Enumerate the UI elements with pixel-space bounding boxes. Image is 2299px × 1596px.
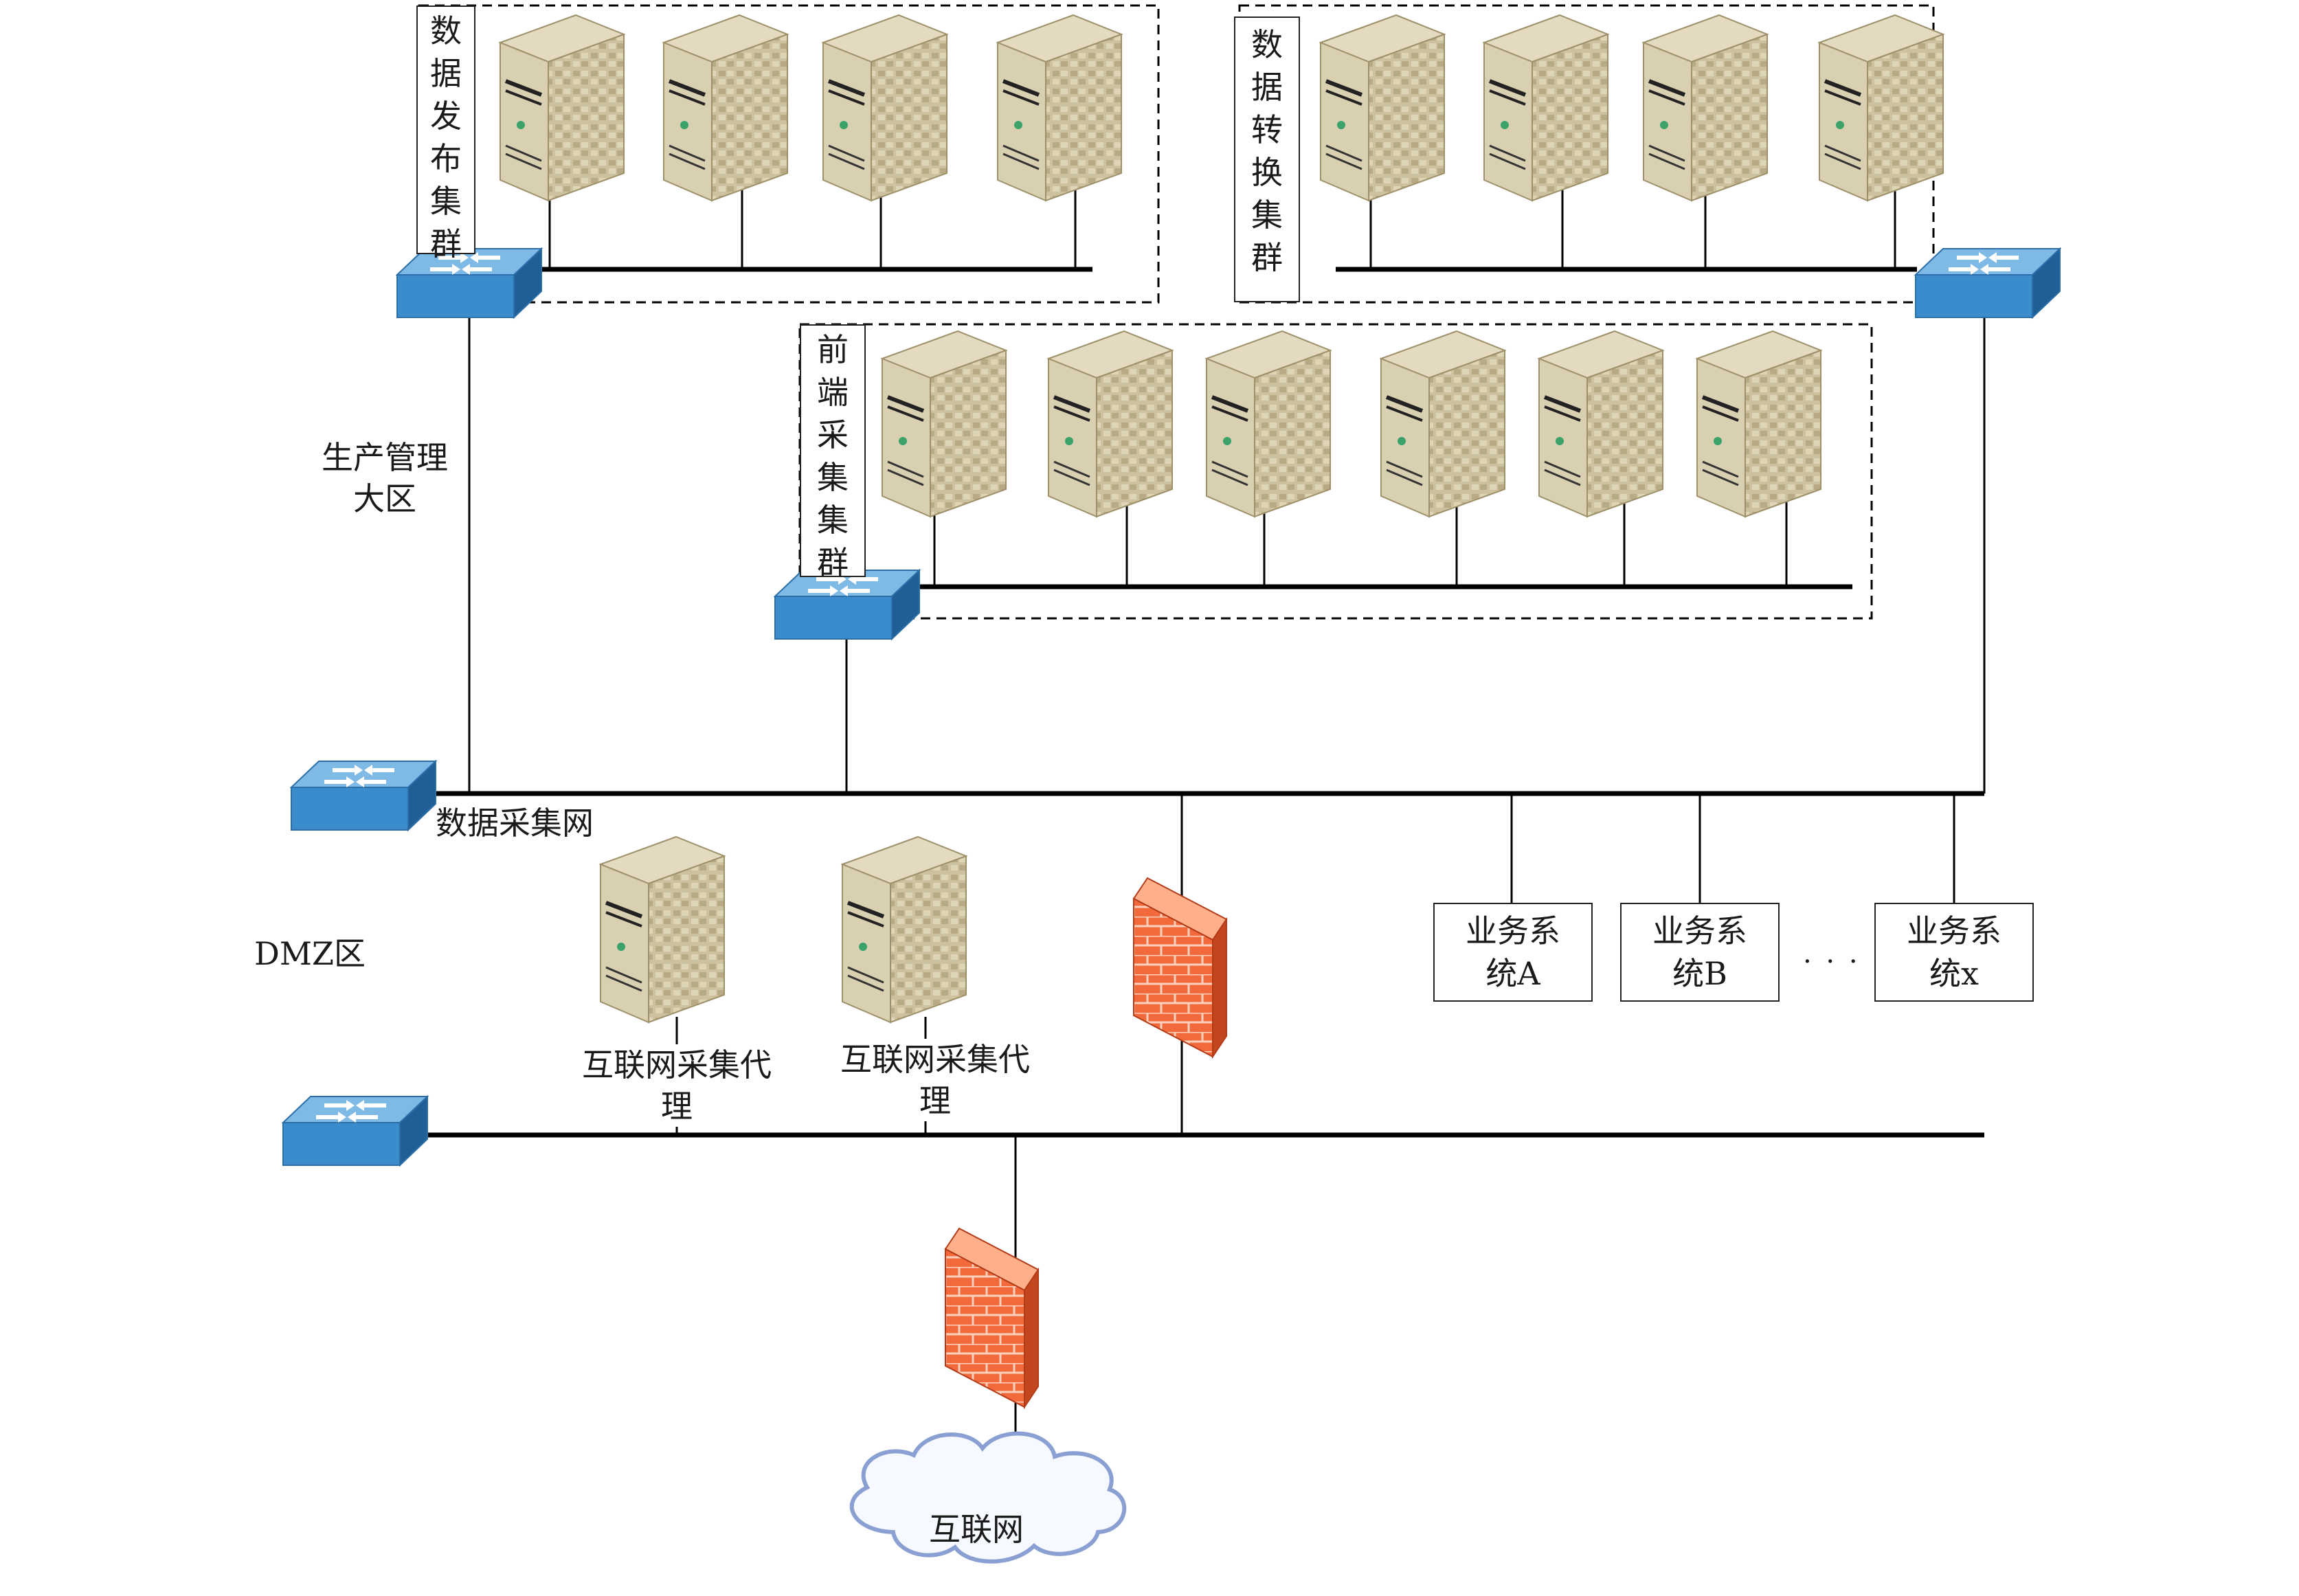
production-zone-label-text: 生产管理大区 [322,439,448,517]
dmz-switch [282,1096,428,1166]
data-collection-net-label: 数据采集网 [436,805,594,842]
business-system-x: 业务系统x [1874,903,2034,1002]
front-server-3 [1207,331,1330,517]
dmz-zone-label: DMZ区 [254,935,366,972]
business-system-x-text: 业务系统x [1907,912,2001,992]
inner-firewall [1133,877,1227,1057]
business-system-a: 业务系统A [1433,903,1593,1002]
outer-firewall [945,1228,1039,1408]
internet-label: 互联网 [929,1511,1024,1548]
business-system-b-text: 业务系统B [1652,912,1747,992]
convert-server-2 [1484,15,1608,201]
front-cluster-label: 前端采集集群 [800,324,866,581]
publish-cluster-box [418,4,1160,304]
internet-cloud [849,1431,1127,1564]
front-server-4 [1381,331,1505,517]
front-server-6 [1697,331,1821,517]
publish-cluster-label: 数据发布集群 [416,5,475,262]
internet-proxy-server-2 [842,837,966,1022]
front-server-1 [882,331,1006,517]
internet-proxy-label-1-text: 互联网采集代理 [582,1046,772,1125]
publish-server-3 [823,15,947,201]
internet-proxy-server-1 [601,837,724,1022]
internet-proxy-label-2-text: 互联网采集代理 [840,1041,1030,1119]
cluster-buses [522,267,1917,589]
convert-server-1 [1321,15,1444,201]
publish-cluster-label-text: 数据发布集群 [430,12,462,262]
data-collection-switch [291,761,436,831]
internet-proxy-label-1: 互联网采集代理 [563,1044,790,1127]
front-server-5 [1539,331,1663,517]
front-server-2 [1048,331,1172,517]
convert-cluster-label-text: 数据转换集群 [1251,26,1283,276]
business-system-b: 业务系统B [1620,903,1780,1002]
production-zone-label: 生产管理大区 [309,437,460,519]
convert-cluster-label: 数据转换集群 [1234,16,1300,302]
convert-server-3 [1644,15,1767,201]
convert-cluster-switch [1915,248,2061,318]
publish-server-1 [500,15,624,201]
publish-server-2 [664,15,787,201]
business-system-a-text: 业务系统A [1466,912,1560,992]
publish-cluster-switch [396,248,542,318]
publish-server-4 [998,15,1121,201]
convert-server-4 [1819,15,1943,201]
systems-ellipsis: . . . [1803,938,1861,969]
front-cluster-label-text: 前端采集集群 [817,331,849,581]
internet-proxy-label-2: 互联网采集代理 [822,1039,1048,1121]
